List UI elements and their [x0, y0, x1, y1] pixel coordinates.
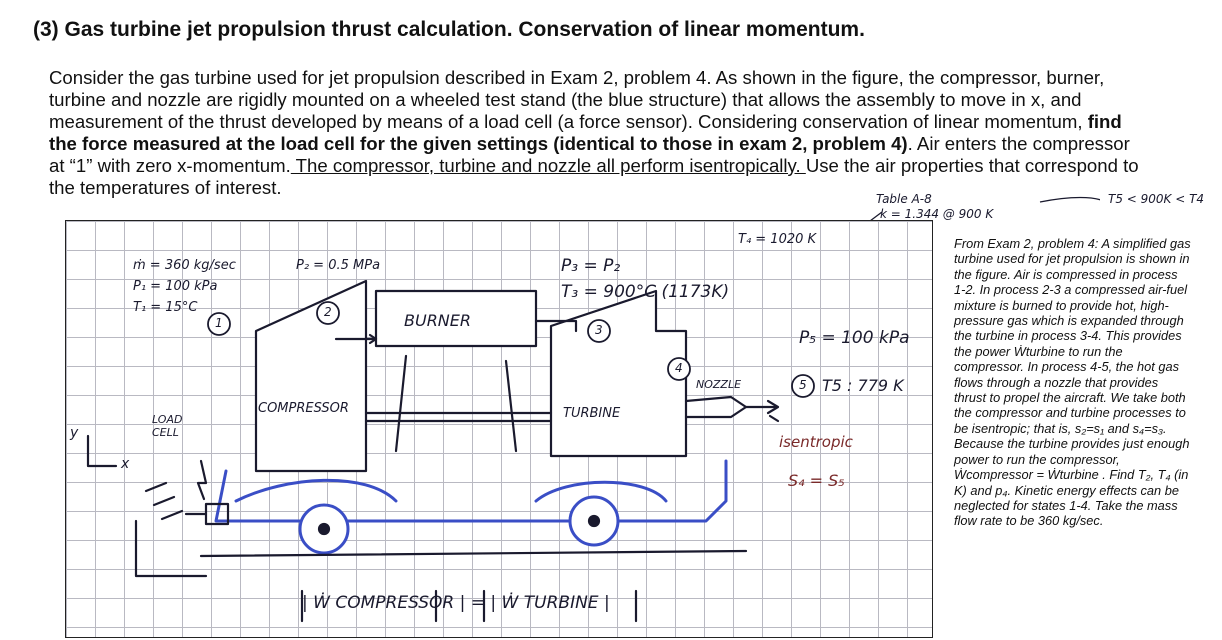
- p5-label: P₅ = 100 kPa: [799, 328, 910, 348]
- turbine-label: TURBINE: [563, 406, 621, 421]
- station-3-marker: [587, 319, 611, 343]
- t1-label: T₁ = 15°C: [133, 300, 198, 315]
- p2-label: P₂ = 0.5 MPa: [296, 258, 381, 273]
- p1-label: P₁ = 100 kPa: [133, 279, 218, 294]
- station-3-label: 3: [595, 323, 603, 337]
- work-balance-equation: | Ẇ COMPRESSOR | = | Ẇ TURBINE |: [302, 593, 610, 613]
- station-1-label: 1: [215, 316, 223, 330]
- exam-reference-note: From Exam 2, problem 4: A simplified gas…: [954, 236, 1191, 529]
- axis-y-label: y: [70, 425, 79, 441]
- station-4-label: 4: [675, 361, 683, 375]
- isentropic-label: isentropic: [779, 433, 853, 451]
- nozzle-label: NOZZLE: [696, 378, 742, 391]
- turbine-test-stand-figure: ṁ = 360 kg/sec P₁ = 100 kPa T₁ = 15°C P₂…: [65, 220, 933, 638]
- station-2-marker: [316, 301, 340, 325]
- p3-label: P₃ = P₂: [561, 256, 621, 276]
- statement-part-1: Consider the gas turbine used for jet pr…: [49, 67, 1105, 132]
- compressor-label: COMPRESSOR: [258, 401, 349, 416]
- t3-label: T₃ = 900°C (1173K): [561, 282, 730, 302]
- station-5-label: 5: [799, 378, 807, 392]
- statement-part-2: . Air enters the compressor at “1” with …: [49, 133, 1130, 176]
- statement-underlined: The compressor, turbine and nozzle all p…: [290, 155, 806, 176]
- station-5-marker: [791, 374, 815, 398]
- t5-inequality-annotation: T5 < 900K < T4: [1108, 192, 1205, 206]
- t5-label: T5 : 779 K: [822, 376, 904, 395]
- statement-part-3: Use the air properties that correspond t…: [49, 155, 1139, 198]
- table-annotation: Table A-8: [876, 192, 932, 206]
- problem-statement: Consider the gas turbine used for jet pr…: [49, 67, 1149, 199]
- k-value-annotation: k = 1.344 @ 900 K: [880, 207, 994, 221]
- axis-x-label: x: [121, 456, 130, 472]
- load-cell-label: LOAD CELL: [152, 413, 183, 439]
- station-4-marker: [667, 357, 691, 381]
- mass-flow-label: ṁ = 360 kg/sec: [133, 258, 236, 273]
- station-2-label: 2: [324, 305, 332, 319]
- t4-label: T₄ = 1020 K: [738, 232, 817, 247]
- problem-title: (3) Gas turbine jet propulsion thrust ca…: [33, 18, 865, 41]
- station-1-marker: [207, 312, 231, 336]
- statement-bold: find the force measured at the load cell…: [49, 111, 1122, 154]
- entropy-equality-label: S₄ = S₅: [788, 471, 845, 490]
- burner-label: BURNER: [404, 311, 471, 330]
- figure-sketch: [86, 279, 815, 623]
